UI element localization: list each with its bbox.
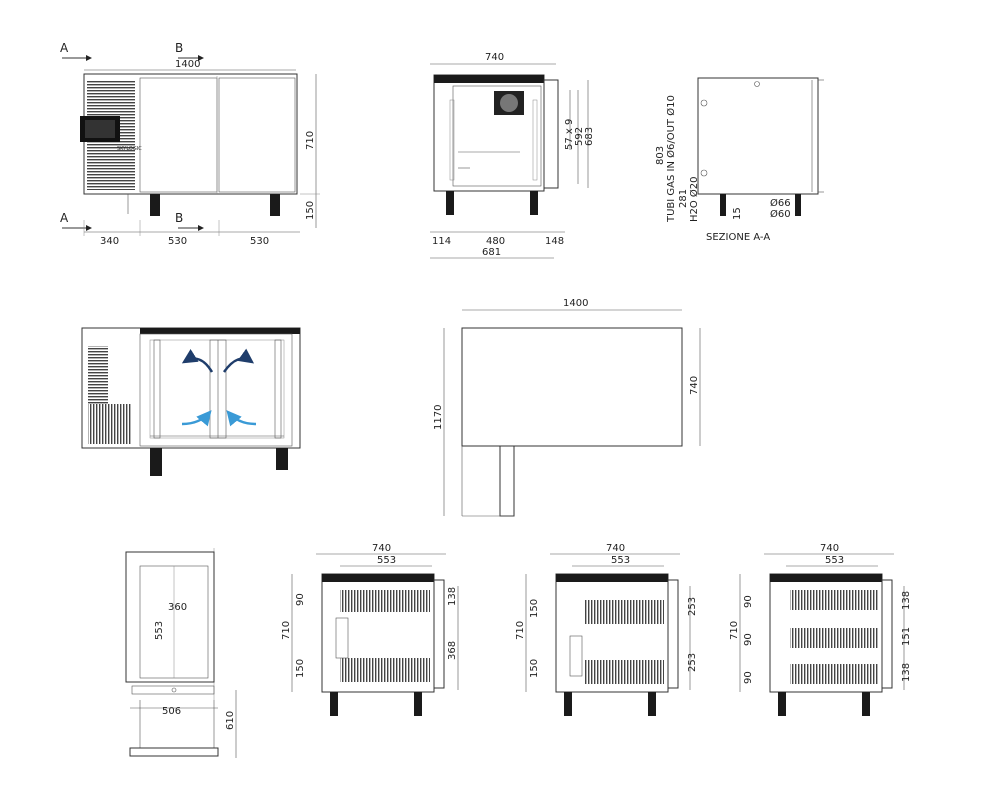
airflow-arrow-return-right: [226, 410, 257, 427]
config-1-drawer-1: [340, 590, 430, 612]
door-section-view: 360 553 506 610: [125, 548, 237, 758]
config-3-left-3: 90: [743, 671, 754, 684]
section-marker-a-top: A: [60, 41, 69, 55]
config-3-drawer-2: [790, 628, 878, 648]
config-3-drawer-1: [790, 590, 878, 610]
config-2-right-1: 253: [687, 597, 698, 616]
door-inner-width: 360: [168, 602, 187, 613]
front-height-dimension: 710: [305, 131, 316, 150]
compressor-grille: [88, 346, 108, 406]
config-1-drawer-2: [340, 658, 430, 682]
config-1-height: 710: [281, 621, 292, 640]
tray-rails-left: [449, 99, 538, 181]
section-marker-b-bottom: B: [175, 211, 183, 225]
config-3-right-2: 151: [901, 627, 912, 646]
config-2-inner: 553: [611, 555, 630, 566]
config-1-view: 740 553 710 90 150 138 368: [281, 543, 459, 716]
front-view: A B A B 1400 SKYLOGIC 710 150: [60, 41, 320, 247]
airflow-arrow-up-right: [222, 348, 255, 373]
section-height-dimension: 803: [655, 146, 666, 165]
config-3-width: 740: [820, 543, 839, 554]
section-marker-a-bottom: A: [60, 211, 69, 225]
front-width-dimension: 1400: [175, 59, 200, 70]
config-1-inner: 553: [377, 555, 396, 566]
config-1-left-2: 150: [295, 659, 306, 678]
config-2-view: 740 553 710 150 150 253 253: [515, 543, 698, 716]
section-diameter-2: Ø60: [770, 208, 791, 220]
config-1-width: 740: [372, 543, 391, 554]
plan-total-depth: 1170: [433, 405, 444, 430]
config-3-drawer-3: [790, 664, 878, 684]
front-segment-2: 530: [168, 236, 187, 247]
airflow-section-view: [81, 327, 301, 476]
door-swing: 610: [225, 711, 236, 730]
config-2-right-2: 253: [687, 653, 698, 672]
side-outer-dimension: 683: [584, 127, 595, 146]
airflow-arrow-up-left: [181, 349, 214, 373]
config-3-right-1: 138: [901, 591, 912, 610]
airflow-arrow-return-left: [181, 410, 212, 427]
config-2-drawer-1: [584, 600, 664, 624]
section-offset: 15: [732, 207, 743, 220]
plan-view: 1400 740 1170: [433, 298, 701, 517]
door-width: 506: [162, 706, 181, 717]
section-diameter-1: Ø66: [770, 197, 791, 209]
config-2-height: 710: [515, 621, 526, 640]
config-1-right-1: 138: [447, 587, 458, 606]
config-1-left-1: 90: [295, 593, 306, 606]
side-depth-bottom: 681: [482, 247, 501, 258]
plan-depth-dimension: 740: [689, 376, 700, 395]
condenser-block: [88, 404, 132, 444]
config-3-view: 740 553 710 90 90 90 138 151 138: [729, 543, 912, 716]
door-inner-height: 553: [154, 621, 165, 640]
section-title: SEZIONE A-A: [706, 232, 770, 243]
config-3-inner: 553: [825, 555, 844, 566]
side-inner-dimension: 592: [574, 127, 585, 146]
plan-width-dimension: 1400: [563, 298, 588, 309]
config-3-height: 710: [729, 621, 740, 640]
config-2-drawer-2: [584, 660, 664, 684]
tray-supports: [153, 339, 282, 439]
config-3-left-2: 90: [743, 633, 754, 646]
section-gas-tubes: TUBI GAS IN Ø6/OUT Ø10: [665, 95, 677, 223]
front-segment-3: 530: [250, 236, 269, 247]
config-3-left-1: 90: [743, 595, 754, 608]
side-trays-dimension: 57 x 9: [564, 119, 575, 150]
config-2-width: 740: [606, 543, 625, 554]
config-3-right-3: 138: [901, 663, 912, 682]
side-view: 740 57 x 9 592 683 114 480 148 681: [430, 52, 595, 259]
section-aa-view: 803 TUBI GAS IN Ø6/OUT Ø10 281 H2O Ø20 1…: [655, 77, 824, 243]
side-part-2: 480: [486, 236, 505, 247]
section-h2o-pipe: H2O Ø20: [688, 176, 700, 222]
config-2-left-2: 150: [529, 659, 540, 678]
section-marker-b-top: B: [175, 41, 183, 55]
front-legs-dimension: 150: [305, 201, 316, 220]
side-part-1: 114: [432, 236, 451, 247]
side-depth-top: 740: [485, 52, 504, 63]
front-segment-1: 340: [100, 236, 119, 247]
config-2-left-1: 150: [529, 599, 540, 618]
brand-label: SKYLOGIC: [117, 146, 142, 152]
section-h2o-height: 281: [678, 189, 689, 208]
config-1-right-2: 368: [447, 641, 458, 660]
side-part-3: 148: [545, 236, 564, 247]
